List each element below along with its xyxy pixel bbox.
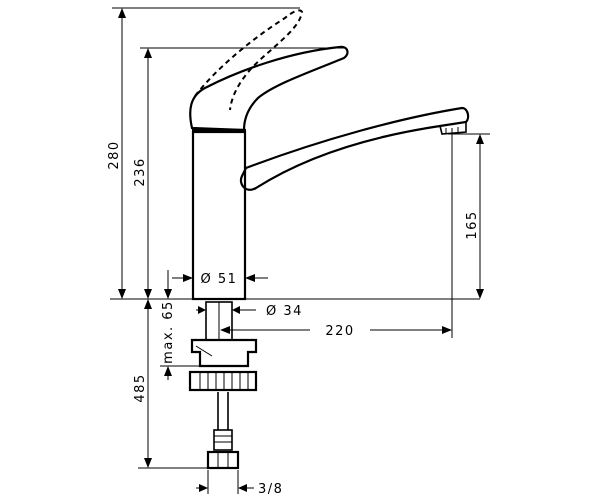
dimension-labels: 280 236 165 220 Ø 51 Ø 34 max. 65 485 3/… xyxy=(107,140,480,497)
label-body-diameter: Ø 51 xyxy=(201,272,238,287)
mounting-nut xyxy=(190,338,258,368)
label-connection: 3/8 xyxy=(258,482,283,497)
lever-raised-dashed xyxy=(194,9,304,111)
aerator xyxy=(439,122,467,135)
label-total-height: 280 xyxy=(107,140,122,169)
label-outlet-height: 165 xyxy=(465,210,480,239)
faucet-outline xyxy=(110,9,480,470)
connector-nut xyxy=(206,450,240,470)
label-hole-diameter: Ø 34 xyxy=(266,304,303,319)
spout xyxy=(239,106,470,191)
hose-crimp xyxy=(213,429,233,451)
label-spout-height: 236 xyxy=(133,157,148,186)
label-max-thickness: max. 65 xyxy=(161,300,176,364)
dimension-lines xyxy=(112,7,490,494)
label-reach: 220 xyxy=(325,324,354,339)
clamp-plate xyxy=(188,370,258,392)
lever-handle xyxy=(189,45,349,132)
label-hose-length: 485 xyxy=(133,373,148,402)
